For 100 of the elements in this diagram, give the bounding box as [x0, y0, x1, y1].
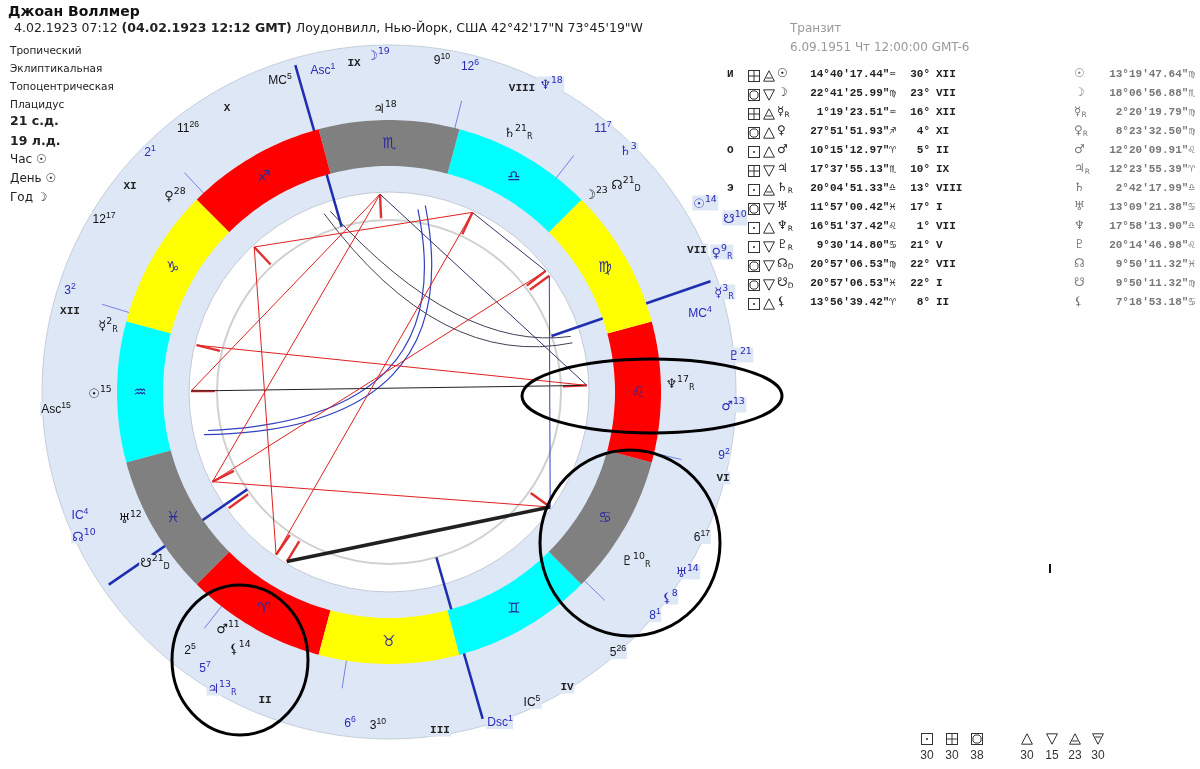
zodiac-sign-glyph: ♏ — [381, 134, 397, 152]
planet-tick — [228, 493, 249, 510]
planet-position: 14°40'17.44"♒ — [810, 68, 896, 81]
transit-cusp-label: 9$^{2}$ — [717, 448, 731, 462]
aspect-count: 30 — [920, 749, 934, 763]
aspect-count: 38 — [970, 749, 984, 763]
house-degree: 4° — [916, 125, 930, 138]
house-number: VIII — [936, 182, 963, 195]
natal-cusp-label: 6$^{17}$ — [692, 530, 712, 544]
house-degree: 10° — [910, 163, 930, 176]
house-number: II — [936, 296, 950, 309]
transit-cusp-label: 2$^{1}$ — [143, 145, 157, 159]
planet-position: 1°19'23.51"♒ — [816, 106, 896, 119]
transit-planet-position: 20°14'46.98"♌ — [1109, 239, 1195, 252]
planet-tick — [253, 246, 272, 266]
aspect-line — [253, 211, 473, 248]
transit-planet-glyph: ♃$_{R}$ — [1074, 162, 1090, 176]
natal-planet-label: ⚸$^{14}$ — [228, 640, 252, 656]
transit-planet-label: ♆$^{18}$ — [538, 76, 564, 92]
natal-planet-label: ♂$^{11}$ — [215, 620, 241, 636]
transit-planet-label: ☉$^{14}$ — [692, 195, 718, 211]
transit-planet-position: 17°58'13.90"♎ — [1109, 220, 1195, 233]
house-degree: 16° — [910, 106, 930, 119]
planet-position: 20°57'06.53"♍ — [810, 258, 896, 271]
aspect-line — [379, 193, 588, 386]
zodiac-sign-glyph: ♋ — [597, 508, 613, 526]
transit-planet-glyph: ♆ — [1074, 219, 1085, 233]
transit-planet-position: 13°09'21.38"♋ — [1109, 201, 1195, 214]
chart-setting-text: 21 с.д. — [10, 114, 59, 129]
transit-cusp-label: 3$^{2}$ — [63, 283, 77, 297]
house-numeral: VI — [715, 471, 731, 485]
planet-glyph: ♂ — [777, 143, 788, 157]
house-degree: 5° — [916, 144, 930, 157]
planet-tick — [211, 469, 235, 483]
zodiac-sign-glyph: ♐ — [256, 167, 272, 185]
natal-cusp-label: 9$^{10}$ — [432, 53, 452, 67]
aspect-count: 30 — [1020, 749, 1034, 763]
natal-planet-label: ♅$^{12}$ — [117, 510, 143, 526]
planet-position: 17°37'55.13"♏ — [810, 163, 896, 176]
transit-planet-position: 12°20'09.91"♌ — [1109, 144, 1195, 157]
transit-cusp-label: 11$^{7}$ — [593, 121, 613, 135]
planet-glyph: ☿$_{R}$ — [777, 105, 790, 119]
aspect-line — [190, 193, 381, 392]
house-number: IX — [936, 163, 950, 176]
aspect-count: 30 — [945, 749, 959, 763]
house-numeral: III — [429, 723, 451, 737]
planet-position: 10°15'12.97"♈ — [810, 144, 896, 157]
planet-glyph: ♆$_{R}$ — [777, 219, 793, 233]
house-degree: 22° — [910, 258, 930, 271]
chart-setting-text: Год ☽ — [10, 191, 48, 205]
house-number: I — [936, 201, 943, 214]
planet-tick — [275, 534, 291, 556]
transit-planet-label: ☊$^{10}$ — [71, 528, 97, 544]
zodiac-sign-glyph: ♊ — [506, 599, 522, 617]
chart-setting-text: Плацидус — [10, 98, 65, 111]
house-degree: 21° — [910, 239, 930, 252]
house-number: V — [936, 239, 943, 252]
planet-position: 22°41'25.99"♍ — [810, 87, 896, 100]
transit-cusp-label: 5$^{7}$ — [198, 661, 212, 675]
row-marker: И — [727, 68, 734, 81]
house-numeral: VII — [686, 243, 708, 257]
planet-position: 20°57'06.53"♓ — [810, 277, 896, 290]
planet-tick — [196, 343, 221, 352]
transit-cusp-label: 8$^{1}$ — [648, 608, 662, 622]
natal-cusp-label: IC$^{5}$ — [522, 695, 542, 709]
transit-planet-glyph: ⚸ — [1074, 295, 1083, 309]
row-marker: О — [727, 144, 734, 157]
transit-date: 6.09.1951 Чт 12:00:00 GMT-6 — [790, 41, 970, 55]
planet-position: 11°57'00.42"♓ — [810, 201, 896, 214]
planet-glyph: ☉ — [777, 67, 788, 81]
house-degree: 22° — [910, 277, 930, 290]
transit-planet-glyph: ♂ — [1074, 143, 1085, 157]
birth-data-line: 4.02.1923 07:12 (04.02.1923 12:12 GMT) Лоудонвилл, Нью-Йорк, США 42°42'17"N 73°45'19"W — [14, 21, 643, 36]
transit-planet-glyph: ☋ — [1074, 276, 1085, 290]
planet-position: 9°30'14.80"♋ — [816, 239, 896, 252]
zodiac-sign-glyph: ♑ — [165, 258, 181, 276]
transit-planet-glyph: ☉ — [1074, 67, 1085, 81]
natal-cusp-label: 5$^{26}$ — [608, 645, 628, 659]
house-degree: 1° — [916, 220, 930, 233]
zodiac-sign-glyph: ♈ — [256, 599, 272, 617]
natal-cusp-label: MC$^{5}$ — [267, 73, 293, 87]
aspect-line — [212, 270, 547, 483]
planet-glyph: ☊$_{D}$ — [777, 257, 794, 271]
planet-tick — [285, 540, 301, 563]
transit-planet-position: 18°06'56.88"♏ — [1109, 87, 1195, 100]
planet-position: 20°04'51.33"♎ — [810, 182, 896, 195]
chart-setting-text: День ☉ — [10, 172, 57, 186]
transit-planet-position: 13°19'47.64"♍ — [1109, 68, 1195, 81]
planet-tick — [562, 384, 587, 388]
aspect-line — [548, 275, 551, 508]
transit-cusp-label: 6$^{6}$ — [343, 716, 357, 730]
planet-tick — [378, 194, 383, 219]
natal-cusp-label: 12$^{17}$ — [91, 212, 117, 226]
transit-planet-glyph: ♅ — [1074, 200, 1085, 214]
transit-cusp-label: Dsc$^{1}$ — [486, 715, 514, 729]
zodiac-sign-glyph: ♍ — [597, 258, 613, 276]
planet-glyph: ☽ — [777, 86, 788, 100]
aspect-count: 23 — [1068, 749, 1082, 763]
natal-planet-label: ♃$^{18}$ — [372, 100, 398, 116]
natal-cusp-label: 2$^{5}$ — [183, 643, 197, 657]
